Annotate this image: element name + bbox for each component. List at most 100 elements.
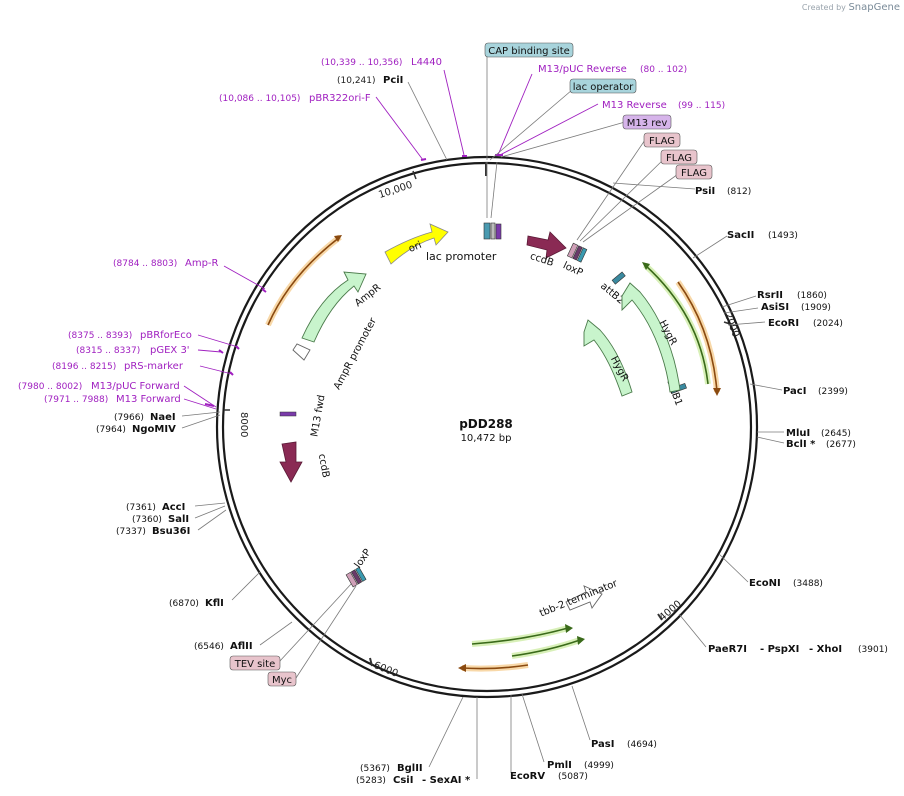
ccdB-left-arrow — [279, 441, 303, 483]
right-leaders — [428, 182, 785, 779]
ori-arrow — [384, 223, 449, 265]
primer-leaders — [183, 69, 599, 410]
ccdB-left-label: ccdB — [316, 453, 331, 479]
created-by-label: Created by — [801, 3, 846, 12]
primer-M13pUC-fwd-name: M13/pUC Forward — [91, 381, 180, 392]
top-primer-labels: (10,339 .. 10,356) L4440 (10,086 .. 10,1… — [219, 57, 725, 111]
plasmid-size: 10,472 bp — [461, 433, 512, 444]
site-EcoRI-name: EcoRI — [768, 318, 799, 329]
AmpR-arrow — [301, 271, 367, 343]
primer-marks — [204, 154, 503, 407]
tbb2-terminator-label: tbb-2 terminator — [538, 578, 620, 620]
site-NgoMIV-name: NgoMIV — [132, 424, 176, 435]
primer-pBRforEco-name: pBRforEco — [140, 330, 192, 341]
site-CsiI-pos: (5283) — [356, 776, 386, 786]
site-EcoNI-pos: (3488) — [793, 579, 823, 589]
primer-M13pUC-rev-name: M13/pUC Reverse — [538, 64, 627, 75]
site-PasI-pos: (4694) — [627, 740, 657, 750]
ori-label: ori — [407, 240, 423, 255]
left-primer-labels: (8784 .. 8803) Amp-R (8375 .. 8393) pBRf… — [18, 258, 219, 405]
site-PacI-pos: (2399) — [818, 387, 848, 397]
site-PspXI-name: - PspXI — [760, 644, 799, 655]
site-CsiI-name: CsiI — [393, 775, 413, 786]
AmpR-promoter-label: AmpR promoter — [332, 316, 379, 392]
box-lac-operator-label: lac operator — [573, 82, 634, 93]
site-SalI-pos: (7360) — [132, 515, 162, 525]
box-lac-operator — [569, 78, 637, 94]
site-SexAI-name: - SexAI * — [422, 775, 471, 786]
site-AflII-name: AflII — [230, 641, 253, 652]
green-orf-right-head — [642, 262, 650, 270]
box-leaders — [486, 57, 682, 243]
site-NaeI-name: NaeI — [150, 412, 176, 423]
site-EcoNI-name: EcoNI — [749, 578, 781, 589]
site-EcoRI-pos: (2024) — [813, 319, 843, 329]
site-PasI-name: PasI — [591, 739, 614, 750]
loxP-bottom — [345, 566, 367, 588]
loxP-top-label: loxP — [561, 260, 584, 279]
primer-AmpR-name: Amp-R — [185, 258, 219, 269]
primer-M13-rev-name: M13 Reverse — [602, 100, 667, 111]
box-flag-3-label: FLAG — [681, 168, 707, 179]
site-MluI-pos: (2645) — [821, 429, 851, 439]
orange-orf-right-head — [713, 388, 721, 396]
ccdB-top-arrow — [526, 231, 567, 259]
box-flag-2-label: FLAG — [666, 153, 692, 164]
site-SacII-pos: (1493) — [768, 231, 798, 241]
orange-orf-left-head — [334, 235, 342, 242]
site-PsiI-name: PsiI — [695, 186, 715, 197]
site-PciI-pos: (10,241) — [337, 76, 376, 86]
primer-M13-fwd-range: (7971 .. 7988) — [44, 395, 108, 405]
lac-features — [483, 222, 502, 240]
site-AsiSI-name: AsiSI — [761, 302, 789, 313]
site-AsiSI-pos: (1909) — [801, 303, 831, 313]
AmpR-promoter-arrow — [292, 343, 311, 361]
left-leaders — [181, 81, 448, 679]
box-cap-binding-site-label: CAP binding site — [488, 46, 570, 57]
tick-10000 — [412, 170, 417, 180]
primer-M13-rev-range: (99 .. 115) — [678, 101, 725, 111]
green-orf-right — [644, 264, 709, 385]
site-KflI-name: KflI — [205, 598, 224, 609]
site-PmlI-pos: (4999) — [584, 761, 614, 771]
site-NaeI-pos: (7966) — [114, 413, 144, 423]
tick-2000 — [723, 321, 731, 325]
loxP-top — [566, 242, 588, 263]
site-XhoI-name: - XhoI — [809, 644, 842, 655]
box-tev-site — [229, 655, 281, 671]
site-AflII-pos: (6546) — [194, 642, 224, 652]
box-m13-rev — [622, 114, 672, 130]
M13-fwd-mark — [279, 411, 297, 417]
primer-M13pUC-fwd-range: (7980 .. 8002) — [18, 382, 82, 392]
site-MluI-name: MluI — [786, 428, 810, 439]
site-PmlI-name: PmlI — [547, 760, 572, 771]
snapgene-logo: SnapGene — [848, 2, 900, 13]
orange-orf-right — [677, 281, 718, 393]
site-Bsu36I-name: Bsu36I — [152, 526, 190, 537]
site-BglII-pos: (5367) — [360, 764, 390, 774]
box-cap-binding-site — [484, 42, 574, 58]
HygR-outer-arrow — [621, 282, 681, 393]
green-orf-bottom2 — [511, 639, 581, 657]
boxed-features: CAP binding site lac operator M13 rev FL… — [229, 42, 713, 687]
tick-6000 — [369, 657, 373, 667]
box-flag-2 — [660, 149, 698, 165]
tbb2-terminator-arrow — [565, 585, 603, 611]
tick-label-10000: 10,000 — [377, 180, 414, 201]
site-BclI-name: BclI * — [786, 439, 816, 450]
site-NgoMIV-pos: (7964) — [96, 425, 126, 435]
site-SacII-name: SacII — [727, 230, 754, 241]
box-myc — [267, 671, 297, 687]
primer-pBR322ori-F-name: pBR322ori-F — [309, 93, 371, 104]
site-PsiI-pos: (812) — [727, 187, 751, 197]
primer-M13-fwd-name: M13 Forward — [116, 394, 181, 405]
site-BglII-name: BglII — [397, 763, 423, 774]
site-AccI-pos: (7361) — [126, 503, 156, 513]
site-BclI-pos: (2677) — [826, 440, 856, 450]
tick-label-8000: 8000 — [238, 412, 249, 437]
primer-AmpR-range: (8784 .. 8803) — [113, 259, 177, 269]
box-flag-3 — [675, 164, 713, 180]
lac-promoter-label: lac promoter — [426, 250, 497, 263]
primer-pGEX3-name: pGEX 3' — [150, 345, 190, 356]
site-PaeR7I-pos: (3901) — [858, 645, 888, 655]
